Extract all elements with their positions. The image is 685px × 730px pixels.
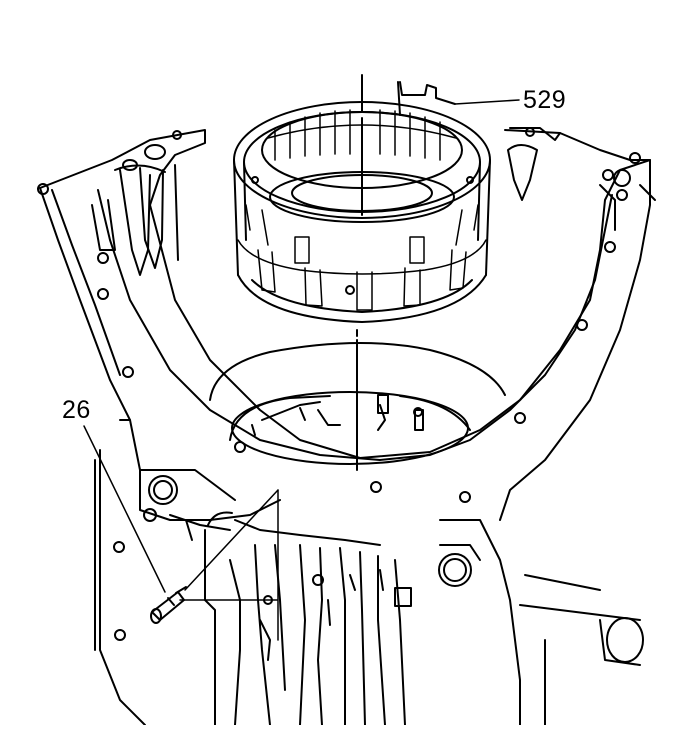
callout-label-529: 529	[523, 86, 567, 114]
callout-label-26: 26	[62, 396, 91, 424]
right-case-boss	[508, 145, 655, 230]
leader-529	[455, 100, 519, 104]
transmission-case	[38, 128, 655, 725]
case-bore	[210, 343, 505, 464]
flange-bolt-holes	[38, 128, 640, 640]
bolt-part-26	[151, 587, 186, 623]
alignment-centerline	[357, 75, 362, 470]
leader-26	[84, 426, 165, 592]
callout-leaders	[84, 100, 519, 592]
bolt-install-lines	[180, 490, 278, 640]
valve-body	[140, 470, 411, 725]
left-case-bosses	[92, 145, 178, 275]
